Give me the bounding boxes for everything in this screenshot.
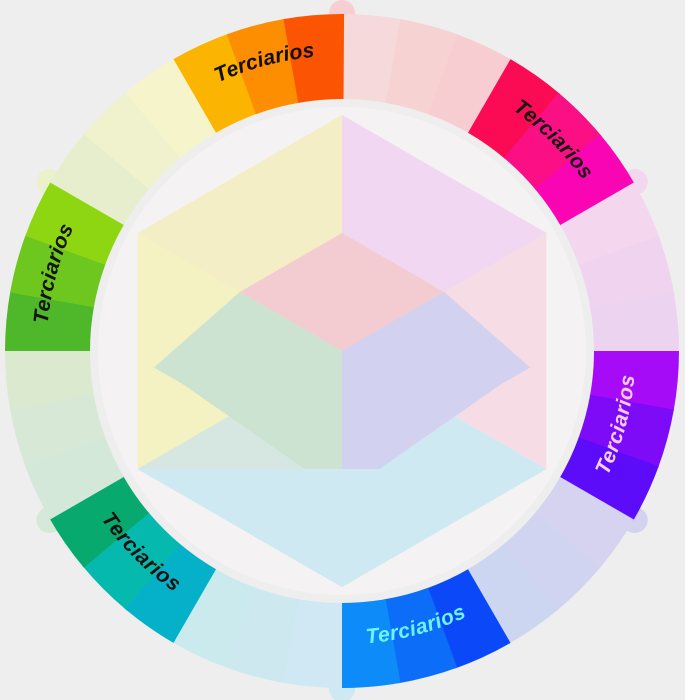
ring-band-magenta-rosa-1 [385, 19, 460, 115]
ring-sector-azul [339, 569, 511, 688]
ring-band-cian-palido-1 [224, 587, 299, 683]
ring-band-violeta-palido-2 [590, 292, 679, 354]
ring-sector-magenta-rosa-fuerte [468, 59, 635, 227]
ring-band-naranja-1 [226, 18, 300, 115]
ring-sector-verde-azulado [49, 475, 216, 643]
ring-band-verde-0 [5, 290, 95, 351]
ring-band-magenta-rosa-fuerte-0 [468, 59, 561, 159]
ring-band-naranja-2 [283, 13, 345, 103]
ring-sector-violeta-palido [560, 182, 679, 354]
ring-band-cian-palido-2 [171, 568, 256, 668]
ring-band-azul-palido-0 [534, 477, 634, 570]
ring-sector-naranja [173, 13, 345, 133]
ring-band-verde-azulado-0 [123, 543, 216, 643]
ring-band-magenta-rosa-fuerte-1 [503, 92, 602, 191]
ring-band-violeta-palido-1 [578, 235, 675, 309]
secondary-blue-panel [342, 292, 531, 477]
ring-band-violeta-1 [578, 394, 674, 469]
ring-band-cian-palido-0 [281, 598, 342, 688]
ring-sector-verde [5, 180, 125, 351]
ring-band-verde-palido-2 [5, 348, 94, 410]
ring-band-azul-2 [339, 599, 401, 688]
ring-band-azul-palido-2 [466, 544, 559, 644]
ring-band-violeta-2 [559, 437, 659, 522]
ring-sector-magenta-rosa [342, 14, 513, 134]
ring-band-amarillo-palido-0 [50, 132, 150, 225]
ring-band-magenta-rosa-0 [342, 14, 403, 104]
ring-band-amarillo-palido-1 [83, 91, 182, 190]
secondary-rojo-secundario [239, 233, 445, 351]
outer-ring-layer [5, 13, 679, 688]
ring-band-magenta-rosa-fuerte-2 [535, 134, 635, 227]
ring-band-azul-1 [384, 587, 458, 684]
ring-band-azul-palido-1 [502, 512, 601, 611]
ring-band-verde-palido-1 [9, 393, 106, 467]
ring-sector-amarillo-palido [50, 58, 218, 225]
primary-cyan-base-2 [137, 469, 547, 587]
inner-triangle-layer [137, 115, 547, 587]
ring-band-amarillo-palido-2 [125, 58, 218, 158]
ring-sector-verde-palido [5, 348, 124, 520]
ring-band-verde-azulado-2 [49, 475, 149, 568]
ring-sector-cian-palido [171, 568, 342, 688]
ring-band-verde-azulado-1 [82, 511, 181, 610]
ring-band-verde-2 [25, 180, 125, 265]
ring-band-verde-1 [10, 233, 106, 308]
ring-band-magenta-rosa-2 [428, 34, 513, 134]
ring-band-violeta-0 [589, 351, 679, 412]
ring-sector-violeta [559, 351, 679, 522]
secondary-green-panel [153, 292, 342, 477]
ring-sector-azul-palido [466, 477, 634, 644]
